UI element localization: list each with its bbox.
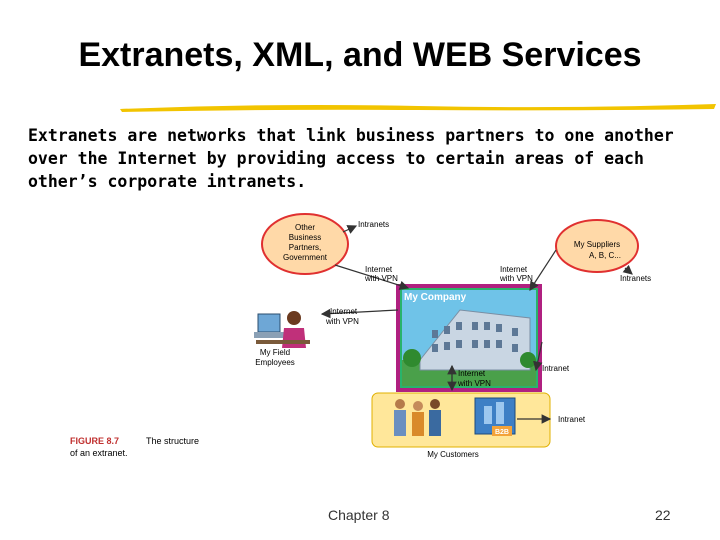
vpn-left-line-1: Internet (365, 265, 393, 274)
customers-node: B2B (371, 392, 551, 448)
b2b-label: B2B (495, 429, 509, 436)
intranet-right-mid-label: Intranet (542, 364, 570, 373)
suppliers-node: My Suppliers A, B, C... (555, 219, 639, 273)
extranet-diagram: Other Business Partners, Government My S… (70, 213, 651, 459)
figure-caption-1: The structure (146, 436, 199, 446)
field-employees-line-2: Employees (255, 358, 295, 367)
vpn-field-line-1: Internet (330, 307, 358, 316)
field-employees-line-1: My Field (260, 348, 290, 357)
vpn-bottom-line-1: Internet (458, 369, 486, 378)
other-partners-node: Other Business Partners, Government (261, 213, 349, 275)
vpn-left-line-2: with VPN (364, 274, 398, 283)
figure-number: FIGURE 8.7 (70, 436, 119, 446)
intranets-top-label: Intranets (358, 220, 389, 229)
footer-chapter: Chapter 8 (328, 507, 390, 523)
customers-label: My Customers (427, 450, 479, 459)
vpn-right-line-1: Internet (500, 265, 528, 274)
intranets-right-label: Intranets (620, 274, 651, 283)
other-partners-line-1: Other (295, 223, 315, 232)
connector-arrows (320, 225, 633, 424)
suppliers-line-2: A, B, C... (589, 251, 621, 260)
vpn-field-line-2: with VPN (325, 317, 359, 326)
footer-page-number: 22 (655, 507, 671, 523)
other-partners-line-2: Business (289, 233, 321, 242)
slide-title: Extranets, XML, and WEB Services (78, 36, 642, 74)
company-label: My Company (404, 292, 467, 303)
company-node: My Company (396, 284, 542, 392)
vpn-bottom-line-2: with VPN (457, 379, 491, 388)
figure-caption-2: of an extranet. (70, 448, 128, 458)
vpn-right-line-2: with VPN (499, 274, 533, 283)
other-partners-line-4: Government (283, 253, 328, 262)
body-paragraph: Extranets are networks that link busines… (28, 126, 674, 191)
field-employee-figure (254, 311, 310, 348)
intranet-bottom-label: Intranet (558, 415, 586, 424)
title-underline (120, 104, 716, 112)
suppliers-line-1: My Suppliers (574, 240, 620, 249)
other-partners-line-3: Partners, (289, 243, 321, 252)
